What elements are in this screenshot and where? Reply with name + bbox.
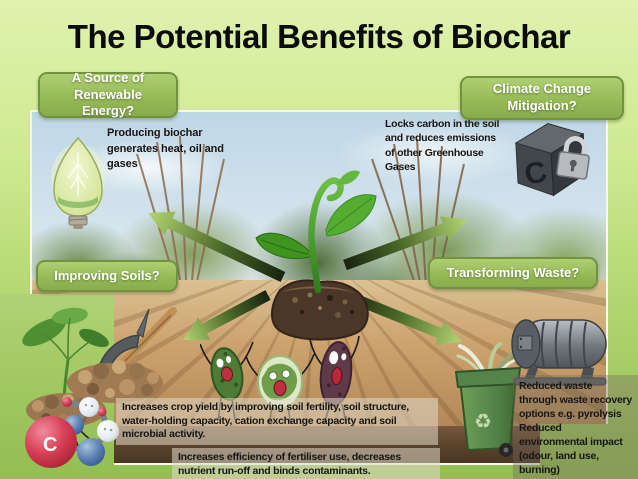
annotation-fertiliser: Increases efficiency of fertiliser use, … [172,448,440,479]
padlock-icon [556,136,590,180]
biochar-sprout-icon [255,170,377,341]
carbon-molecule-icon: C [25,397,119,468]
benefit-box-renewable-energy: A Source of Renewable Energy? [38,70,178,118]
molecule-carbon-letter: C [43,434,57,456]
annotation-reduced-waste: Reduced waste through waste recovery opt… [513,375,638,479]
arrow-up-left [148,211,286,282]
page-title: The Potential Benefits of Biochar [67,18,571,55]
soil-microbes-icon [200,335,360,425]
shrub-trunks [136,135,465,305]
locked-carbon-cube-icon: C [514,123,590,197]
annotation-crop-yield: Increases crop yield by improving soil f… [116,398,438,445]
eco-lightbulb-icon [51,136,105,229]
annotation-reduced-waste-line2: Reduced environmental impact (odour, lan… [519,422,623,477]
annotation-producing-biochar: Producing biochar generates heat, oil an… [107,127,224,171]
arrow-up-right [343,216,468,271]
annotation-locks-carbon: Locks carbon in the soil and reduces emi… [385,118,500,174]
arrow-down-right [342,289,462,346]
recycle-symbol: ♻ [474,411,492,433]
pickaxe-mound-icon [67,307,177,403]
pyrolysis-kiln-icon [511,319,607,386]
benefit-box-climate-change: Climate Change Mitigation? [460,76,624,120]
recycling-bin-icon: ♻ [454,342,524,457]
annotation-reduced-waste-line1: Reduced waste through waste recovery opt… [519,380,632,421]
benefit-box-improving-soils: Improving Soils? [36,260,178,292]
benefit-box-transforming-waste: Transforming Waste? [428,257,598,289]
green-patch-bottom-right [540,424,638,479]
arrow-down-left [183,290,271,341]
